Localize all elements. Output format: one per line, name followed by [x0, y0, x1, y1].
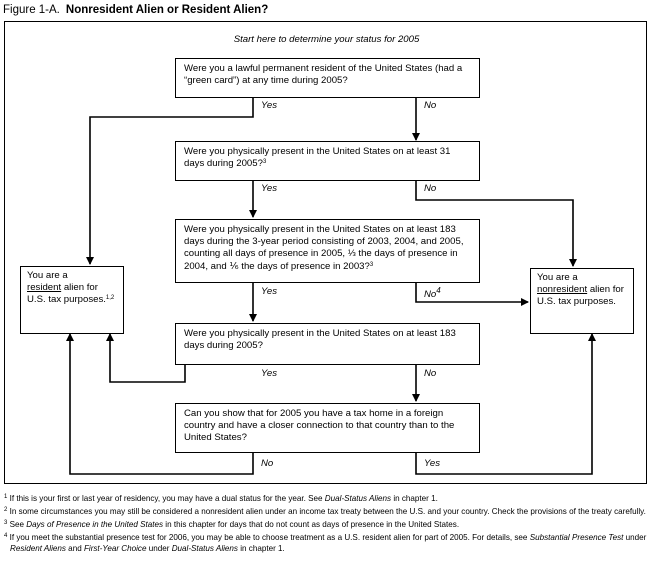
arrow-q5-no	[66, 333, 254, 475]
nonresident-pre: You are a	[537, 272, 578, 283]
arrow-q3-no	[415, 282, 529, 306]
resident-outcome-box: You are a resident alien for U.S. tax pu…	[20, 266, 124, 334]
figure-title: Figure 1-A. Nonresident Alien or Resident…	[3, 4, 268, 16]
label-q4-yes: Yes	[261, 368, 278, 379]
arrow-q4-yes	[70, 364, 185, 382]
resident-keyword: resident	[27, 282, 62, 294]
question-5-text: Can you show that for 2005 you have a ta…	[184, 408, 455, 444]
footnote-1-italic: Dual-Status Aliens	[324, 494, 392, 503]
label-q2-no: No	[424, 183, 437, 194]
nonresident-keyword: nonresident	[537, 284, 588, 296]
footnote-4-italic4: Dual-Status Aliens	[171, 544, 238, 553]
footnote-1-text: If this is your first or last year of re…	[9, 494, 325, 503]
question-4-text: Were you physically present in the Unite…	[184, 328, 456, 352]
question-3-box: Were you physically present in the Unite…	[175, 219, 480, 283]
label-q1-no: No	[424, 100, 437, 111]
question-3-text: Were you physically present in the Unite…	[184, 224, 464, 272]
footnote-4-mid3: under	[146, 544, 172, 553]
label-q2-yes: Yes	[261, 183, 278, 194]
footnote-2: 2 In some circumstances you may still be…	[4, 506, 649, 517]
label-q3-no-footnote-ref: 4	[436, 286, 441, 295]
resident-footnote-ref: 1,2	[105, 295, 115, 302]
question-4-box: Were you physically present in the Unite…	[175, 323, 480, 365]
label-q4-no: No	[424, 368, 437, 379]
footnote-4-mid2: and	[65, 544, 84, 553]
footnote-4-italic3: First-Year Choice	[83, 544, 147, 553]
footnote-3-after: in this chapter for days that do not cou…	[163, 520, 460, 529]
footnote-2-text: In some circumstances you may still be c…	[9, 507, 646, 516]
footnote-2-mark: 2	[4, 507, 8, 513]
footnote-4-italic2: Resident Aliens	[10, 544, 66, 553]
footnote-1-mark: 1	[4, 494, 8, 500]
footnote-4-after: in chapter 1.	[237, 544, 285, 553]
footnote-3-text: See	[9, 520, 27, 529]
footnote-4-mid: under	[623, 533, 647, 542]
question-2-text: Were you physically present in the Unite…	[184, 146, 451, 170]
nonresident-post: alien for U.S. tax purposes.	[537, 284, 624, 308]
arrow-q2-no	[415, 180, 577, 267]
resident-post: alien for U.S. tax purposes.	[27, 282, 106, 306]
footnote-3-italic: Days of Presence in the United States	[26, 520, 164, 529]
question-2-footnote-ref: 3	[262, 159, 267, 166]
label-q5-yes: Yes	[424, 458, 441, 469]
nonresident-outcome-box: You are a nonresident alien for U.S. tax…	[530, 268, 634, 334]
label-q1-yes: Yes	[261, 100, 278, 111]
question-5-box: Can you show that for 2005 you have a ta…	[175, 403, 480, 453]
footnote-4-italic: Substantial Presence Test	[529, 533, 624, 542]
resident-pre: You are a	[27, 270, 68, 281]
label-q5-no: No	[261, 458, 274, 469]
footnote-4: 4 If you meet the substantial presence t…	[4, 532, 649, 554]
figure-number: Figure 1-A.	[3, 4, 60, 16]
label-q3-yes: Yes	[261, 286, 278, 297]
figure-heading: Nonresident Alien or Resident Alien?	[65, 4, 269, 16]
start-text: Start here to determine your status for …	[233, 34, 420, 45]
footnote-1-after: in chapter 1.	[391, 494, 438, 503]
question-1-box: Were you a lawful permanent resident of …	[175, 58, 480, 98]
arrow-q1-yes	[86, 97, 254, 265]
label-q3-no-text: No	[424, 289, 437, 301]
question-2-box: Were you physically present in the Unite…	[175, 141, 480, 181]
label-q3-no: No4	[424, 286, 441, 300]
footnote-4-text: If you meet the substantial presence tes…	[9, 533, 530, 542]
question-1-text: Were you a lawful permanent resident of …	[184, 63, 463, 87]
question-3-footnote-ref: 3	[369, 261, 374, 268]
flowchart-frame	[4, 21, 647, 484]
footnote-3: 3 See Days of Presence in the United Sta…	[4, 519, 649, 530]
footnote-4-mark: 4	[4, 533, 8, 539]
arrow-q5-yes	[415, 333, 596, 475]
footnote-3-mark: 3	[4, 520, 8, 526]
footnote-1: 1 If this is your first or last year of …	[4, 493, 649, 504]
footnotes: 1 If this is your first or last year of …	[4, 493, 649, 556]
